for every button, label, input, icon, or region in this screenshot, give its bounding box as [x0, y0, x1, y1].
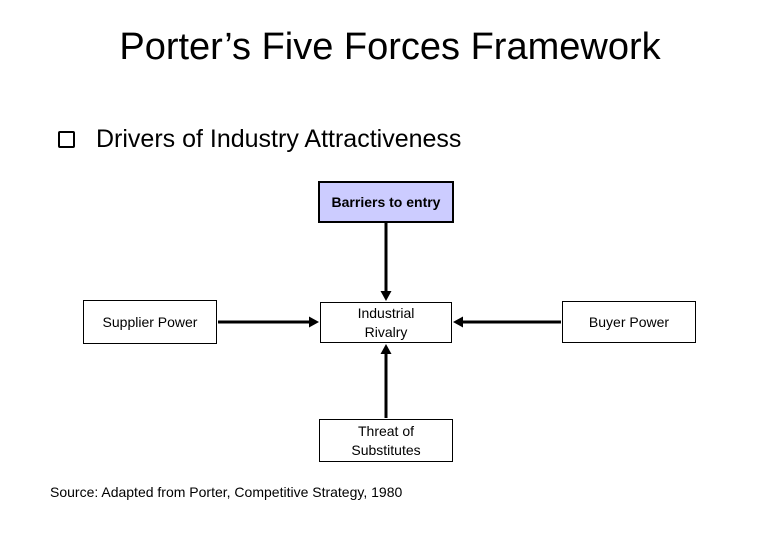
box-barriers-to-entry: Barriers to entry	[318, 181, 454, 223]
box-buyer-label: Buyer Power	[588, 313, 670, 330]
box-industrial-rivalry: Industrial Rivalry	[320, 302, 452, 343]
box-buyer-power: Buyer Power	[562, 301, 696, 343]
box-barriers-label: Barriers to entry	[331, 193, 441, 210]
square-bullet-icon	[58, 131, 75, 148]
box-substitutes-label-line2: Substitutes	[351, 441, 421, 458]
box-substitutes-label-line1: Threat of	[357, 422, 415, 439]
box-supplier-label: Supplier Power	[102, 313, 198, 330]
box-rivalry-label-line1: Industrial	[357, 304, 415, 321]
bullet-text: Drivers of Industry Attractiveness	[96, 125, 462, 153]
slide-title: Porter’s Five Forces Framework	[119, 26, 661, 68]
box-threat-of-substitutes: Threat of Substitutes	[319, 419, 453, 462]
arrow-supplier-to-rivalry	[218, 316, 319, 328]
source-note: Source: Adapted from Porter, Competitive…	[50, 484, 403, 500]
arrow-barriers-to-rivalry	[380, 223, 392, 301]
box-supplier-power: Supplier Power	[83, 300, 217, 344]
arrow-buyer-to-rivalry	[453, 316, 561, 328]
bullet-line: Drivers of Industry Attractiveness	[58, 122, 461, 156]
box-rivalry-label-line2: Rivalry	[364, 323, 408, 340]
arrow-substitutes-to-rivalry	[380, 344, 392, 418]
